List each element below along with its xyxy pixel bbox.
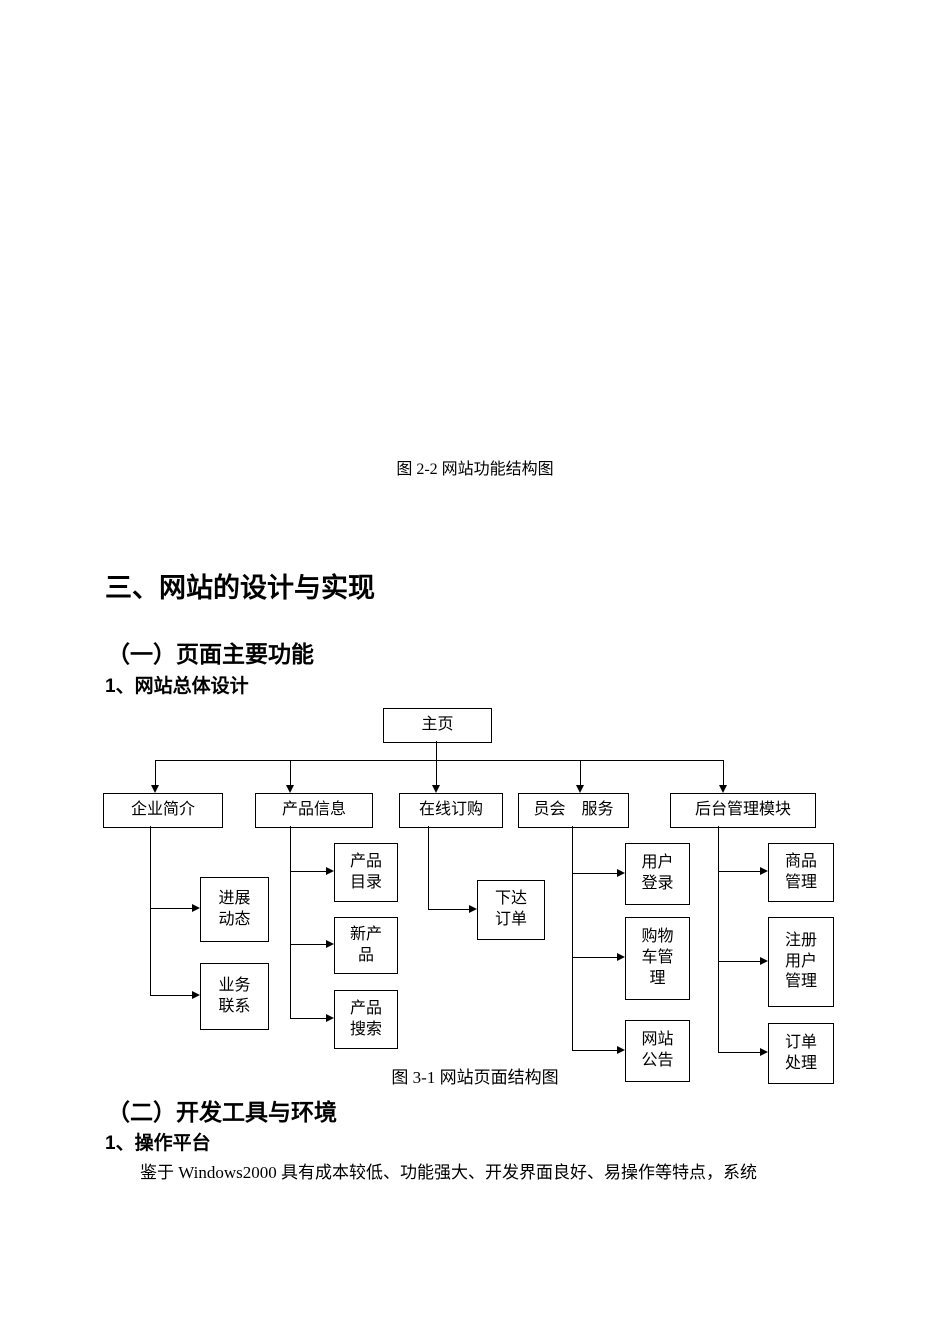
site-structure-diagram: 主页 企业简介 产品信息 在线订购 员会 服务 后台管理模块 进展 动态 业务 … (0, 700, 950, 1100)
diagram-node-business-contact: 业务 联系 (200, 963, 269, 1030)
connector-line (718, 1052, 761, 1053)
diagram-node-product-search: 产品 搜索 (334, 990, 398, 1049)
diagram-node-progress-news: 进展 动态 (200, 877, 269, 942)
diagram-node-registered-users: 注册 用户 管理 (768, 917, 834, 1007)
connector-line (718, 871, 761, 872)
arrow-down-icon (576, 785, 584, 793)
connector-line (150, 995, 193, 996)
diagram-node-product-info: 产品信息 (255, 793, 373, 828)
connector-line (428, 909, 470, 910)
section-heading-3: 三、网站的设计与实现 (105, 573, 375, 603)
arrow-down-icon (432, 785, 440, 793)
arrow-right-icon (760, 1048, 768, 1056)
arrow-down-icon (719, 785, 727, 793)
arrow-right-icon (617, 953, 625, 961)
connector-line (580, 760, 581, 786)
connector-line (155, 760, 156, 786)
connector-line (572, 873, 618, 874)
connector-line (290, 826, 291, 1019)
figure-2-2-caption: 图 2-2 网站功能结构图 (396, 461, 554, 478)
arrow-right-icon (192, 904, 200, 912)
diagram-node-order-processing: 订单 处理 (768, 1023, 834, 1084)
diagram-node-cart-management: 购物 车管 理 (625, 917, 690, 1000)
connector-line (718, 826, 719, 1053)
arrow-right-icon (326, 867, 334, 875)
connector-line (290, 871, 327, 872)
diagram-node-online-order: 在线订购 (399, 793, 503, 828)
subheading-overall-design: 1、网站总体设计 (105, 676, 249, 697)
connector-line (572, 826, 573, 1051)
diagram-node-home: 主页 (383, 708, 492, 743)
arrow-right-icon (469, 905, 477, 913)
arrow-down-icon (286, 785, 294, 793)
arrow-right-icon (192, 991, 200, 999)
diagram-node-product-catalog: 产品 目录 (334, 843, 398, 902)
body-paragraph: 鉴于 Windows2000 具有成本较低、功能强大、开发界面良好、易操作等特点… (140, 1163, 757, 1182)
arrow-right-icon (760, 957, 768, 965)
arrow-right-icon (617, 1046, 625, 1054)
connector-line (290, 944, 327, 945)
figure-3-1-caption: 图 3-1 网站页面结构图 (391, 1068, 559, 1087)
connector-line (718, 961, 761, 962)
subsection-heading-dev-tools: （二）开发工具与环境 (107, 1099, 337, 1125)
connector-line (436, 760, 437, 786)
connector-line (572, 957, 618, 958)
connector-line (290, 1018, 327, 1019)
diagram-node-place-order: 下达 订单 (477, 880, 545, 940)
arrow-right-icon (617, 869, 625, 877)
connector-line (572, 1050, 618, 1051)
connector-line (723, 760, 724, 786)
arrow-right-icon (326, 940, 334, 948)
arrow-down-icon (151, 785, 159, 793)
subsection-heading-page-functions: （一）页面主要功能 (107, 641, 314, 667)
arrow-right-icon (760, 867, 768, 875)
subheading-platform: 1、操作平台 (105, 1133, 211, 1154)
arrow-right-icon (326, 1014, 334, 1022)
diagram-node-admin-module: 后台管理模块 (670, 793, 816, 828)
diagram-node-user-login: 用户 登录 (625, 843, 690, 905)
connector-line (428, 826, 429, 910)
connector-line (155, 760, 724, 761)
connector-line (290, 760, 291, 786)
diagram-node-new-products: 新产 品 (334, 917, 398, 974)
connector-line (150, 908, 193, 909)
diagram-node-site-announcement: 网站 公告 (625, 1020, 690, 1082)
connector-line (436, 741, 437, 760)
diagram-node-goods-management: 商品 管理 (768, 843, 834, 902)
diagram-node-company-intro: 企业简介 (103, 793, 223, 828)
connector-line (150, 826, 151, 996)
diagram-node-member-service: 员会 服务 (518, 793, 629, 828)
